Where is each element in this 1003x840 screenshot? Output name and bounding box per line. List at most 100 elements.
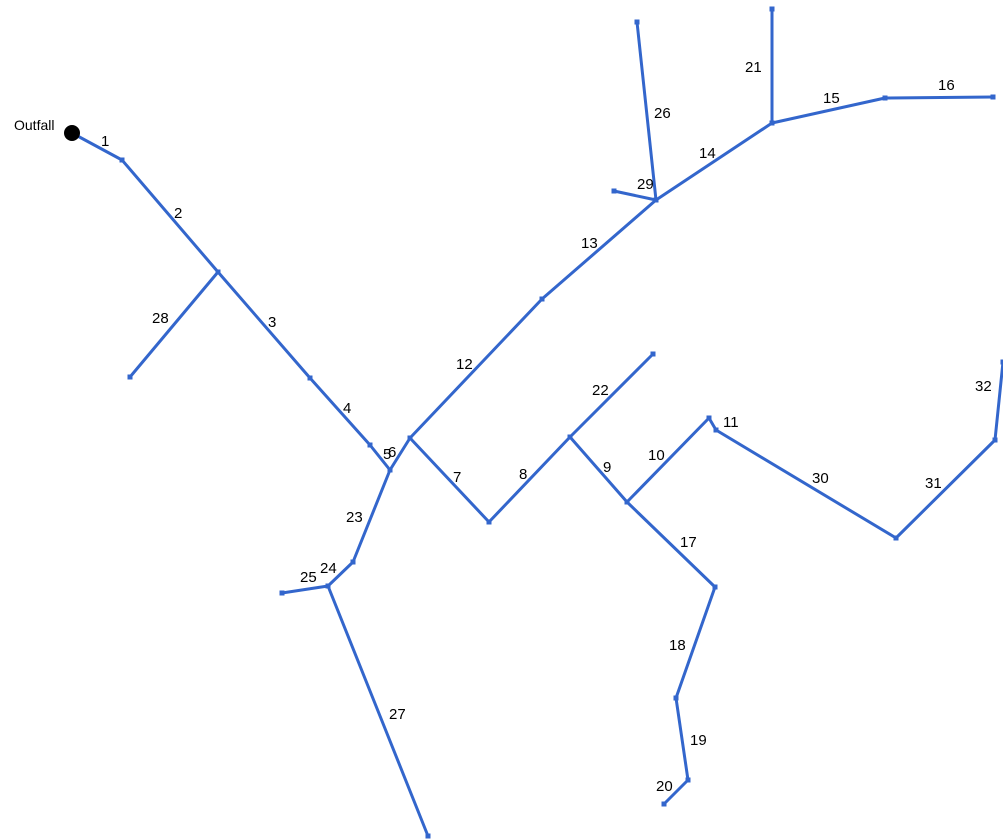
pipe-6[interactable] (388, 436, 412, 472)
junction-node[interactable] (325, 583, 331, 589)
junction-node[interactable] (567, 434, 573, 440)
junction-node[interactable] (127, 374, 133, 380)
pipe-27[interactable] (326, 584, 430, 838)
pipe-label-13: 13 (581, 235, 598, 252)
pipe-24[interactable] (326, 560, 355, 588)
pipe-20[interactable] (662, 778, 690, 806)
pipe-28[interactable] (128, 270, 220, 379)
junction-node[interactable] (769, 120, 775, 126)
pipe-26[interactable] (635, 20, 658, 202)
pipe-15[interactable] (770, 96, 887, 125)
junction-node[interactable] (486, 519, 492, 525)
pipe-9[interactable] (568, 435, 629, 504)
pipe-32[interactable] (993, 360, 1003, 442)
pipe-23[interactable] (351, 468, 392, 564)
outfall-label: Outfall (14, 117, 54, 133)
pipe-label-4: 4 (343, 400, 351, 417)
pipe-label-14: 14 (699, 145, 716, 162)
junction-node[interactable] (634, 19, 640, 25)
pipe-10[interactable] (625, 416, 711, 504)
pipe-label-23: 23 (346, 509, 363, 526)
pipe-29[interactable] (612, 189, 658, 202)
pipe-22[interactable] (568, 352, 655, 439)
junction-node[interactable] (119, 157, 125, 163)
pipe-label-27: 27 (389, 706, 406, 723)
pipe-label-8: 8 (519, 466, 527, 483)
pipe-label-16: 16 (938, 77, 955, 94)
junction-node[interactable] (279, 590, 285, 596)
junction-node[interactable] (653, 197, 659, 203)
junction-node[interactable] (713, 427, 719, 433)
pipe-label-6: 6 (388, 444, 396, 461)
pipe-label-9: 9 (603, 459, 611, 476)
junction-node[interactable] (367, 442, 373, 448)
pipe-12[interactable] (408, 297, 544, 440)
junction-node[interactable] (712, 584, 718, 590)
pipe-label-26: 26 (654, 105, 671, 122)
pipe-label-18: 18 (669, 637, 686, 654)
pipe-2[interactable] (120, 158, 220, 274)
junction-node[interactable] (769, 6, 775, 12)
junction-node[interactable] (307, 375, 313, 381)
junction-node[interactable] (661, 801, 667, 807)
pipe-30[interactable] (714, 428, 898, 540)
pipe-13[interactable] (540, 198, 658, 301)
junction-node[interactable] (650, 351, 656, 357)
junction-node[interactable] (539, 296, 545, 302)
pipe-label-5: 5 (383, 446, 391, 463)
pipe-label-1: 1 (101, 133, 109, 150)
pipe-7[interactable] (408, 436, 491, 524)
pipe-19[interactable] (674, 696, 690, 782)
junction-node[interactable] (992, 437, 998, 443)
junction-node[interactable] (624, 499, 630, 505)
pipe-label-3: 3 (268, 314, 276, 331)
pipe-label-15: 15 (823, 90, 840, 107)
junction-node[interactable] (990, 94, 996, 100)
pipe-14[interactable] (654, 121, 774, 202)
junction-node[interactable] (882, 95, 888, 101)
junction-node[interactable] (673, 695, 679, 701)
pipe-1[interactable] (70, 131, 124, 162)
pipe-label-28: 28 (152, 310, 169, 327)
pipe-25[interactable] (280, 584, 330, 595)
junction-node[interactable] (611, 188, 617, 194)
junction-node[interactable] (685, 777, 691, 783)
outfall-group: Outfall (14, 117, 80, 141)
pipe-label-12: 12 (456, 356, 473, 373)
pipe-layer (70, 7, 1003, 838)
junction-node[interactable] (1000, 359, 1003, 365)
outfall-marker (64, 125, 80, 141)
pipe-label-17: 17 (680, 534, 697, 551)
pipe-label-2: 2 (174, 205, 182, 222)
junction-node[interactable] (706, 415, 712, 421)
pipe-4[interactable] (308, 376, 372, 447)
pipe-label-10: 10 (648, 447, 665, 464)
node-layer (119, 6, 1003, 839)
pipe-label-24: 24 (320, 560, 337, 577)
pipe-label-11: 11 (723, 414, 739, 431)
pipe-label-19: 19 (690, 732, 707, 749)
pipe-3[interactable] (216, 270, 312, 380)
junction-node[interactable] (215, 269, 221, 275)
pipe-label-29: 29 (637, 176, 654, 193)
junction-node[interactable] (350, 559, 356, 565)
pipe-label-20: 20 (656, 778, 673, 795)
pipe-8[interactable] (487, 435, 572, 524)
junction-node[interactable] (425, 833, 431, 839)
pipe-18[interactable] (674, 585, 717, 700)
pipe-31[interactable] (894, 438, 997, 540)
pipe-17[interactable] (625, 500, 717, 589)
pipe-5[interactable] (368, 443, 392, 472)
junction-node[interactable] (387, 467, 393, 473)
junction-node[interactable] (407, 435, 413, 441)
pipe-label-31: 31 (925, 475, 942, 492)
pipe-label-7: 7 (453, 469, 461, 486)
pipe-16[interactable] (883, 95, 995, 100)
junction-node[interactable] (893, 535, 899, 541)
pipe-label-32: 32 (975, 378, 992, 395)
pipe-label-21: 21 (745, 59, 762, 76)
pipe-label-30: 30 (812, 470, 829, 487)
pipe-label-22: 22 (592, 382, 609, 399)
